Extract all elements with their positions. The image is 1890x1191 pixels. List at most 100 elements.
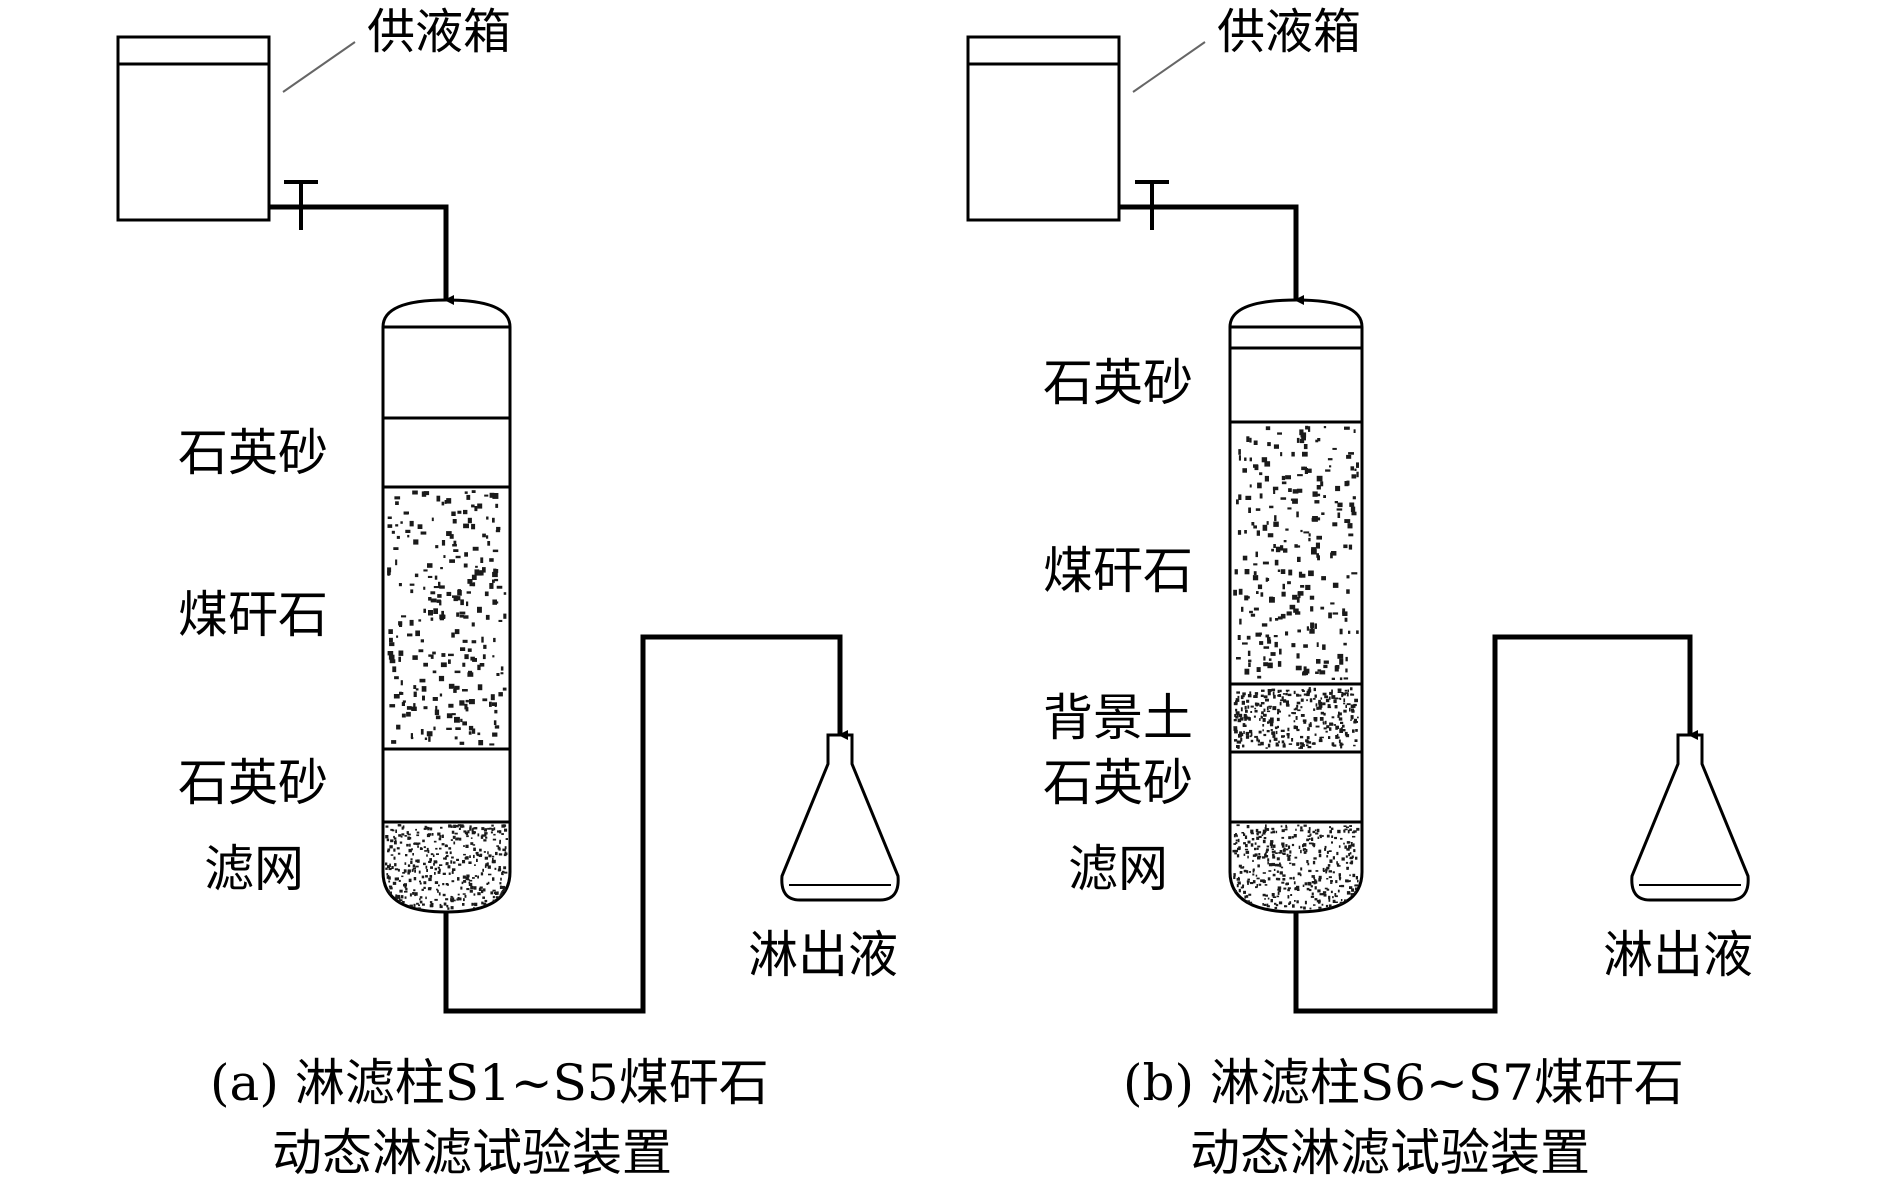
speckle [1321, 576, 1326, 581]
speckle [1255, 508, 1261, 511]
speckle [413, 877, 417, 881]
speckle [1269, 722, 1273, 726]
speckle [443, 555, 446, 558]
speckle [1288, 714, 1291, 717]
speckle [1306, 690, 1310, 695]
speckle [453, 540, 457, 547]
speckle [1340, 837, 1343, 840]
speckle [474, 827, 478, 830]
speckle [385, 867, 388, 870]
speckle [450, 895, 453, 898]
speckle [1263, 715, 1267, 717]
speckle [1332, 856, 1335, 860]
speckle [423, 886, 426, 889]
speckle [1332, 871, 1335, 874]
speckle [1301, 437, 1306, 441]
speckle [387, 848, 391, 851]
speckle [495, 896, 499, 899]
speckle [1347, 848, 1350, 851]
filter-mesh-label-a: 滤网 [204, 840, 304, 898]
speckle [1237, 838, 1240, 843]
speckle [1272, 844, 1276, 848]
speckle [1250, 831, 1253, 834]
speckle [1314, 879, 1317, 882]
speckle [418, 870, 421, 874]
speckle [1269, 842, 1273, 846]
speckle [1253, 571, 1257, 575]
speckle [457, 877, 460, 881]
caption-line1-a: (a) 淋滤柱S1~S5煤矸石 [210, 1054, 769, 1112]
speckle [1298, 845, 1301, 849]
speckle [1238, 449, 1241, 455]
speckle [471, 640, 477, 644]
speckle [475, 851, 479, 855]
speckle [1322, 867, 1325, 871]
speckle [1248, 717, 1251, 721]
speckle [389, 887, 393, 890]
speckle [1318, 875, 1322, 880]
speckle [401, 615, 407, 618]
speckle [1324, 887, 1328, 890]
speckle [393, 837, 397, 840]
speckle [1316, 659, 1321, 664]
speckle [399, 841, 403, 844]
speckle [1242, 744, 1245, 748]
speckle [1300, 573, 1306, 578]
caption-line1-b: (b) 淋滤柱S6~S7煤矸石 [1123, 1054, 1684, 1112]
speckle [389, 900, 392, 904]
speckle [1296, 596, 1300, 603]
speckle [432, 854, 435, 857]
speckle [1239, 717, 1244, 721]
speckle [411, 869, 414, 872]
speckle [1311, 742, 1316, 745]
speckle [1304, 900, 1307, 905]
speckle [1285, 702, 1290, 706]
speckle [1307, 835, 1311, 837]
speckle [445, 898, 449, 901]
speckle [473, 893, 476, 896]
speckle [430, 654, 434, 659]
speckle [1283, 847, 1286, 852]
speckle [1262, 729, 1264, 732]
speckle [492, 855, 495, 858]
speckle [1233, 890, 1237, 893]
speckle [448, 703, 454, 708]
speckle [388, 629, 393, 634]
speckle [440, 567, 443, 570]
speckle [387, 524, 393, 528]
speckle [1303, 644, 1308, 648]
speckle [1245, 850, 1250, 854]
speckle [1285, 475, 1291, 480]
speckle [1250, 901, 1253, 905]
speckle [1257, 743, 1262, 746]
speckle [1267, 442, 1271, 447]
speckle [464, 831, 468, 834]
speckle [1318, 699, 1321, 704]
speckle [445, 856, 447, 860]
speckle [1256, 884, 1258, 888]
speckle [398, 650, 404, 656]
speckle [1236, 883, 1239, 888]
speckle [477, 833, 480, 837]
speckle [1326, 850, 1329, 854]
speckle [1263, 708, 1266, 712]
speckle [1242, 555, 1248, 561]
speckle [1264, 830, 1267, 833]
speckle [1346, 841, 1350, 844]
speckle [430, 853, 434, 856]
speckle [1249, 610, 1253, 614]
speckle [1276, 744, 1280, 747]
speckle [1265, 698, 1269, 702]
speckle [1233, 726, 1238, 728]
speckle [1314, 898, 1318, 901]
speckle [406, 831, 409, 835]
speckle [1283, 742, 1286, 746]
speckle [407, 836, 411, 840]
speckle [1349, 852, 1352, 855]
speckle [447, 907, 450, 910]
speckle [1306, 626, 1309, 631]
speckle [1264, 855, 1269, 858]
speckle [1318, 878, 1322, 882]
speckle [1248, 662, 1251, 667]
speckle [409, 904, 413, 907]
